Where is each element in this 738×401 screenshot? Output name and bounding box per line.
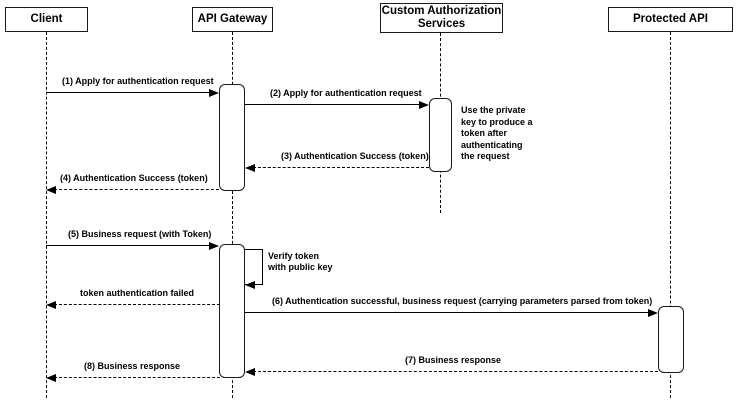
arrowhead-icon	[419, 101, 429, 109]
note-private-key: Use the private key to produce a token a…	[461, 105, 533, 161]
message-line-6	[245, 312, 650, 313]
message-line-3	[253, 167, 429, 168]
message-label-3: (3) Authentication Success (token)	[281, 151, 429, 161]
participant-box-protected-api: Protected API	[608, 7, 733, 32]
message-line-4	[54, 189, 219, 190]
arrowhead-icon	[46, 301, 56, 309]
arrowhead-icon	[245, 368, 255, 376]
activation-bar-custom-authorization-services	[429, 98, 452, 172]
lifeline-api-gateway	[232, 32, 233, 398]
message-label-1: (1) Apply for authentication request	[62, 76, 214, 86]
message-label-4: (4) Authentication Success (token)	[60, 173, 208, 183]
message-line-1	[46, 92, 213, 93]
message-label-8: (8) Business response	[84, 361, 181, 371]
message-line-7	[253, 371, 658, 372]
participant-label-protected-api: Protected API	[633, 13, 708, 25]
activation-bar-api-gateway-1	[219, 84, 245, 191]
arrowhead-icon	[245, 164, 255, 172]
arrowhead-icon	[209, 89, 219, 97]
participant-box-custom-authorization-services: Custom Authorization Services	[380, 3, 503, 33]
participant-label-custom-authorization-services: Custom Authorization Services	[381, 5, 502, 30]
participant-box-client: Client	[5, 7, 88, 32]
message-line-2	[245, 104, 423, 105]
lifeline-client	[46, 32, 47, 398]
lifeline-protected-api	[670, 32, 671, 398]
arrowhead-icon	[245, 281, 255, 289]
arrowhead-icon	[46, 186, 56, 194]
arrowhead-icon	[648, 309, 658, 317]
activation-bar-protected-api	[658, 306, 684, 373]
participant-label-client: Client	[30, 13, 63, 25]
message-label-7: (7) Business response	[405, 355, 502, 365]
message-label-2: (2) Apply for authentication request	[270, 88, 422, 98]
participant-box-api-gateway: API Gateway	[192, 7, 273, 32]
message-line-token-failed	[54, 304, 220, 305]
arrowhead-icon	[46, 374, 56, 382]
activation-bar-api-gateway-2	[219, 244, 245, 378]
participant-label-api-gateway: API Gateway	[197, 13, 268, 25]
message-label-token-failed: token authentication failed	[80, 288, 195, 298]
message-label-5: (5) Business request (with Token)	[68, 229, 212, 239]
self-message-loop	[245, 249, 263, 285]
arrowhead-icon	[209, 242, 219, 250]
message-label-verify-token: Verify token with public key	[268, 251, 333, 272]
message-label-6: (6) Authentication successful, business …	[272, 296, 653, 306]
message-line-5	[46, 245, 213, 246]
message-line-8	[54, 377, 220, 378]
